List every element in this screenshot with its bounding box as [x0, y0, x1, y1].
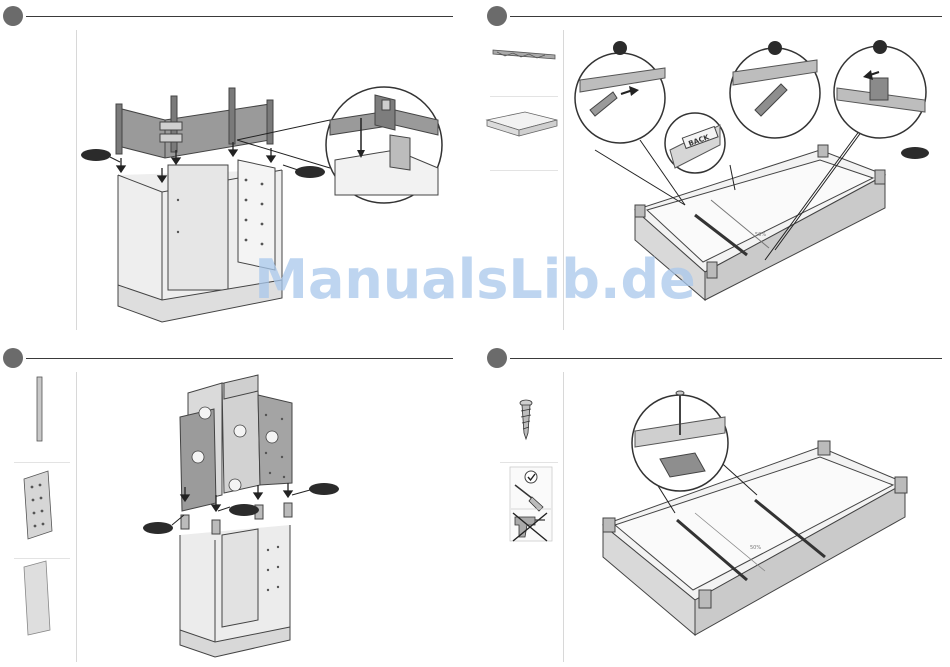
part-truss-beam — [493, 50, 555, 59]
callout-badge-mid — [229, 504, 259, 516]
screw-icon — [520, 400, 532, 439]
watermark: ManualsLib.de — [0, 248, 950, 311]
zoom-detail-screw — [632, 391, 728, 491]
part-post — [37, 377, 42, 441]
callout-badge-right — [309, 483, 339, 495]
step-4-illustration: 50% — [475, 335, 950, 667]
step-3-illustration — [0, 335, 475, 667]
floor-label: 50% — [750, 545, 761, 551]
part-tray — [487, 112, 557, 136]
part-back-panel — [24, 561, 50, 635]
floor-label: 50% — [755, 232, 766, 238]
part-perforated-panel — [24, 471, 52, 539]
top-frame — [116, 88, 273, 158]
zoom-detail-back-label: BACK — [665, 113, 725, 173]
zoom-detail-a — [575, 41, 665, 143]
check-icon — [525, 471, 537, 483]
callout-badge-left — [143, 522, 173, 534]
callout-badge-left — [81, 149, 111, 161]
zoom-detail-b — [730, 41, 820, 138]
callout-badge-right — [295, 166, 325, 178]
lower-cabinet — [180, 503, 292, 657]
zoom-detail-corner — [326, 87, 442, 203]
zoom-detail-c — [834, 40, 929, 159]
